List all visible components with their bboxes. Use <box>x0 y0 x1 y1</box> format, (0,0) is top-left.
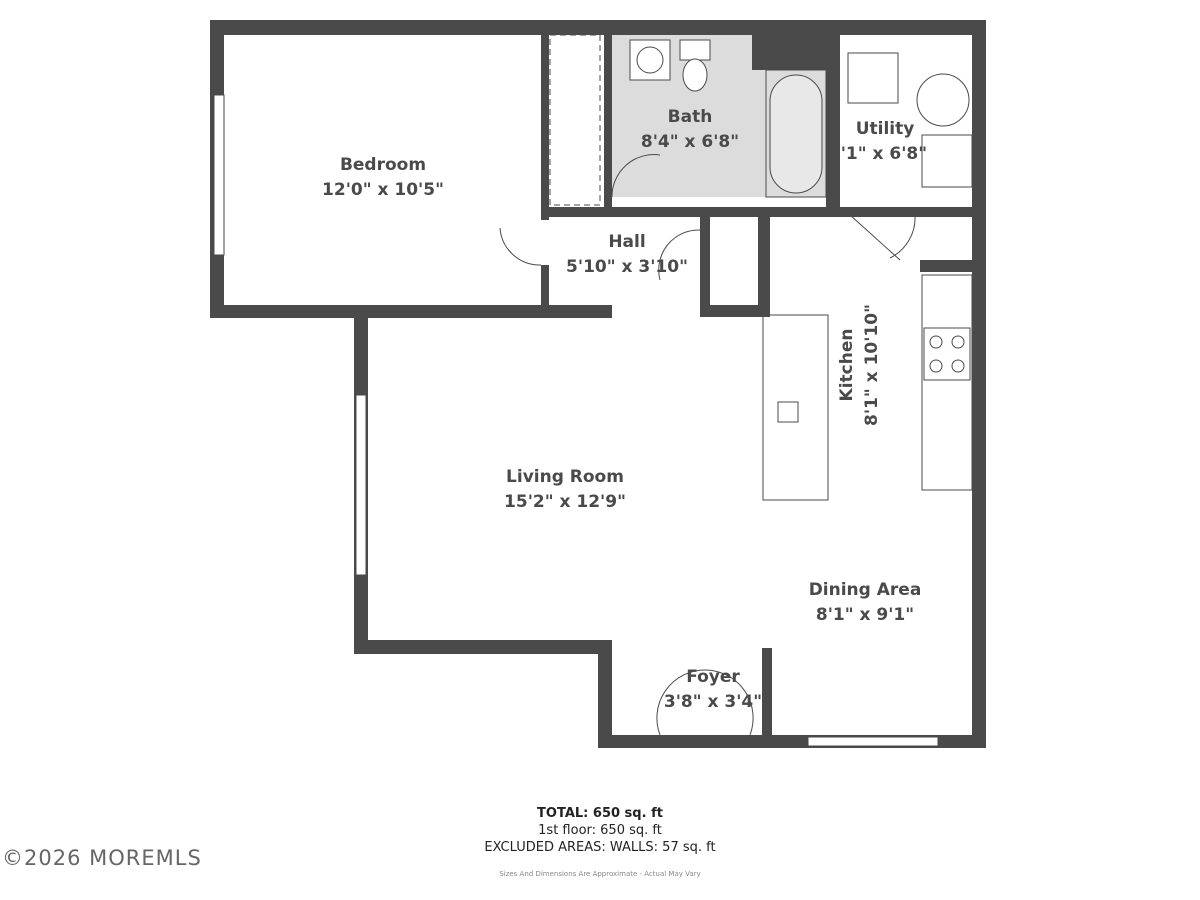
total-area: TOTAL: 650 sq. ft <box>537 806 663 821</box>
kitchen-name: Kitchen <box>837 329 857 402</box>
first-floor-area: 1st floor: 650 sq. ft <box>538 823 662 838</box>
bath-name: Bath <box>668 107 713 127</box>
kitchen-size: 8'1" x 10'10" <box>862 304 882 426</box>
bath-size: 8'4" x 6'8" <box>641 132 739 152</box>
hall-size: 5'10" x 3'10" <box>566 257 688 277</box>
living-name: Living Room <box>506 467 624 487</box>
utility-name: Utility <box>856 119 915 139</box>
watermark: ©2026 MOREMLS <box>2 846 202 870</box>
bedroom-size: 12'0" x 10'5" <box>322 180 444 200</box>
foyer-size: 3'8" x 3'4" <box>664 692 762 712</box>
bedroom-name: Bedroom <box>340 155 426 175</box>
living-size: 15'2" x 12'9" <box>504 492 626 512</box>
foyer-name: Foyer <box>686 667 740 687</box>
fixtures <box>499 34 973 736</box>
bedroom-window <box>213 94 225 256</box>
floor-plan: Bedroom 12'0" x 10'5" Bath 8'4" x 6'8" U… <box>210 20 986 748</box>
hall-name: Hall <box>608 232 645 252</box>
dining-window <box>807 736 939 747</box>
living-window <box>355 394 367 576</box>
excluded-areas: EXCLUDED AREAS: WALLS: 57 sq. ft <box>484 840 716 855</box>
dining-name: Dining Area <box>809 580 922 600</box>
disclaimer: Sizes And Dimensions Are Approximate - A… <box>499 870 701 878</box>
utility-size: 5'1" x 6'8" <box>829 144 927 164</box>
dining-size: 8'1" x 9'1" <box>816 605 914 625</box>
